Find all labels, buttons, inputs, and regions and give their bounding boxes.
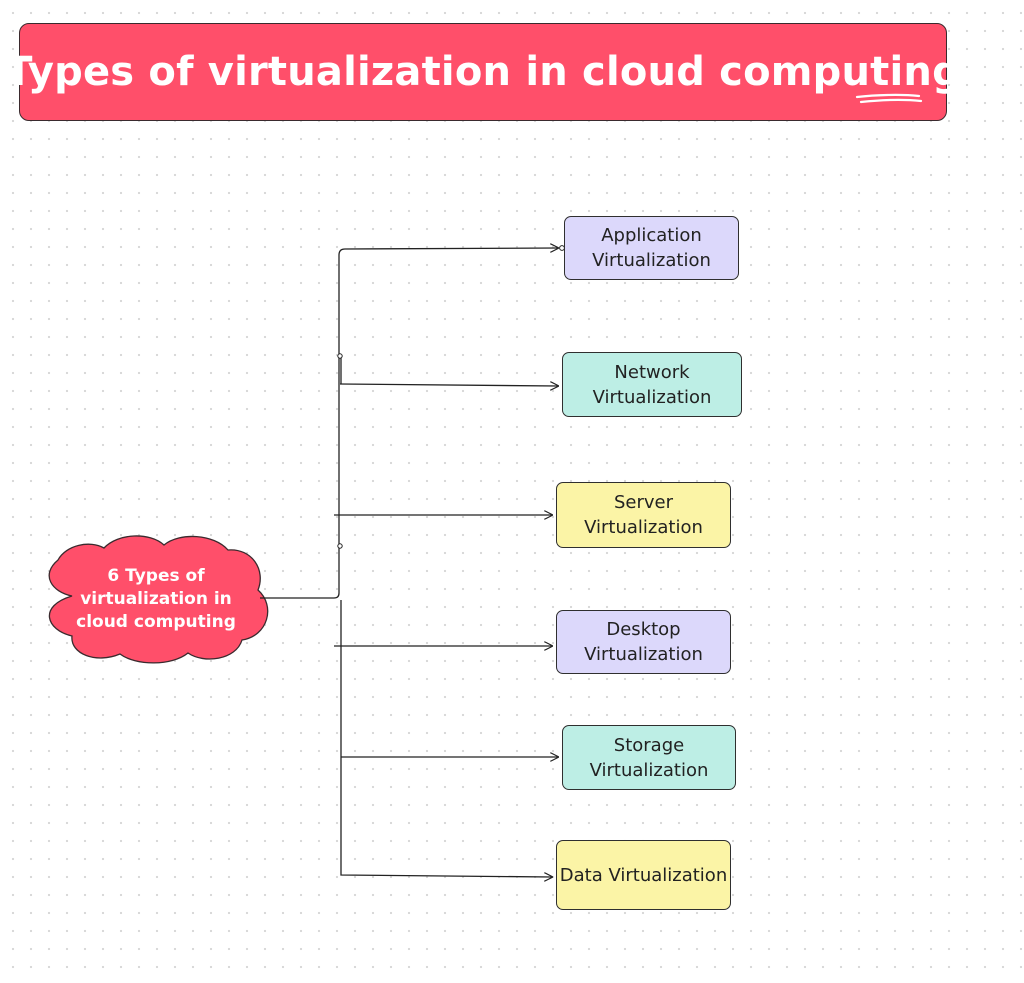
cloud-label: 6 Types of virtualization in cloud compu… — [76, 566, 236, 632]
title-banner: Types of virtualization in cloud computi… — [5, 23, 961, 121]
handle-dot — [337, 543, 343, 549]
diagram-title: Types of virtualization in cloud computi… — [5, 49, 961, 95]
connector-handles — [337, 245, 565, 549]
node-network-virtualization: Network Virtualization — [562, 352, 742, 417]
connector-network — [339, 384, 558, 386]
underline-scribble — [855, 93, 923, 104]
node-application-virtualization: Application Virtualization — [564, 216, 739, 280]
handle-dot — [337, 353, 343, 359]
node-data-virtualization: Data Virtualization — [556, 840, 731, 910]
connector-lines — [260, 248, 558, 877]
node-desktop-virtualization: Desktop Virtualization — [556, 610, 731, 674]
connector-application — [260, 248, 558, 599]
node-server-virtualization: Server Virtualization — [556, 482, 731, 548]
node-storage-virtualization: Storage Virtualization — [562, 725, 736, 790]
connector-data — [340, 600, 552, 877]
cloud-shape — [48, 535, 269, 664]
